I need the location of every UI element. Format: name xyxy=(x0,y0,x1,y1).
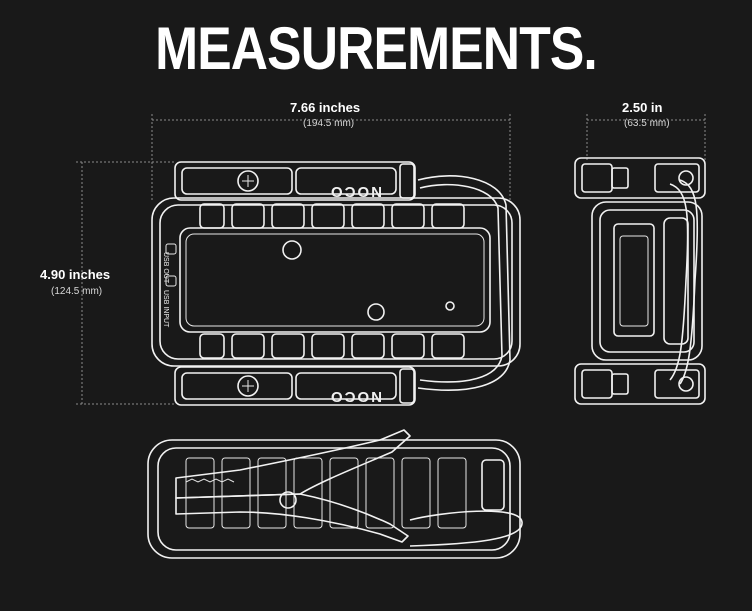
usb-input-label: USB INPUT xyxy=(162,290,169,328)
usb-out-label: USB OUT xyxy=(162,252,169,284)
top-view xyxy=(147,429,523,559)
bottom-ribs xyxy=(199,333,465,359)
front-view: NOCO NOCO USB OUT USB INPUT xyxy=(151,161,521,406)
mount-hole-icon xyxy=(282,240,302,260)
top-ribs xyxy=(199,203,465,229)
jumper-clamp-icon xyxy=(175,429,411,543)
top-clamp-icon xyxy=(174,161,416,201)
height-guide xyxy=(76,161,175,405)
brand-label-top: NOCO xyxy=(329,183,382,200)
height-dimension-mm: (124.5 mm) xyxy=(51,286,103,297)
mount-hole-icon xyxy=(367,303,385,321)
width-dimension-label: 7.66 inches xyxy=(290,100,361,115)
bottom-clamp-icon xyxy=(174,366,416,406)
depth-dimension-mm: (63.5 mm) xyxy=(624,118,670,129)
depth-guide xyxy=(586,114,706,160)
width-dimension-mm: (194.5 mm) xyxy=(303,118,355,129)
depth-dimension-label: 2.50 in xyxy=(622,100,663,115)
brand-label-bottom: NOCO xyxy=(329,388,382,405)
height-dimension-label: 4.90 inches xyxy=(40,267,111,282)
page-title: MEASUREMENTS. xyxy=(155,15,598,82)
side-view xyxy=(574,157,706,405)
